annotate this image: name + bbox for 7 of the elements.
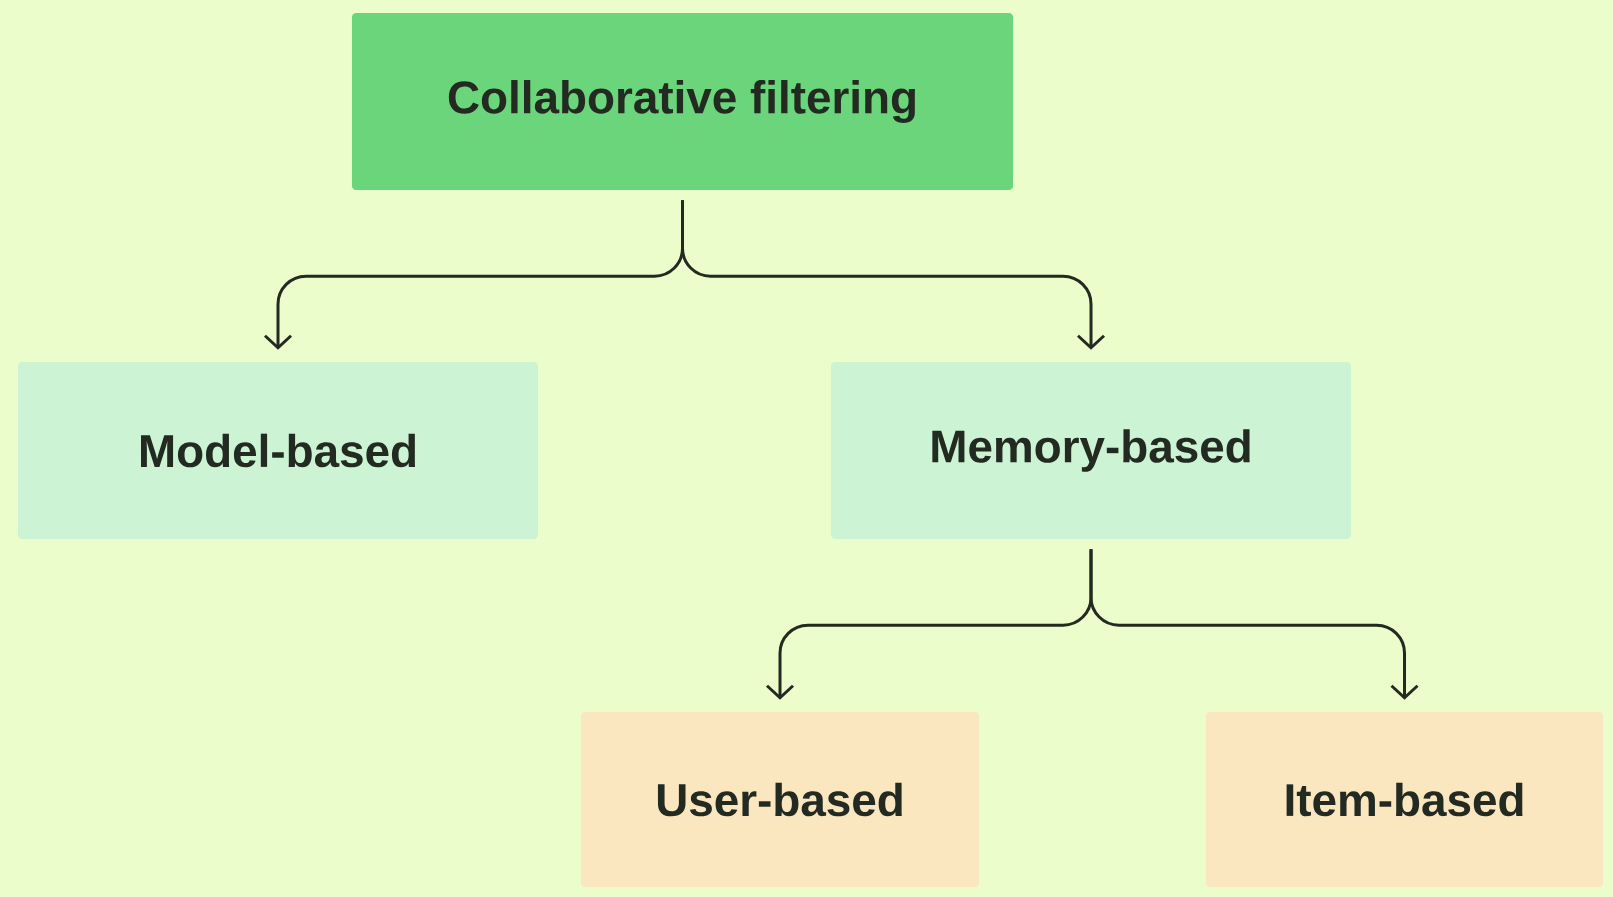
arrow [1089, 549, 1419, 700]
subcategory-box: Item-based [1206, 712, 1603, 887]
subcategory-box: User-based [581, 712, 979, 887]
category-box: Model-based [18, 362, 538, 539]
category-box: Memory-based [831, 362, 1351, 539]
arrow [681, 200, 1106, 350]
root-box: Collaborative filtering [352, 13, 1013, 190]
